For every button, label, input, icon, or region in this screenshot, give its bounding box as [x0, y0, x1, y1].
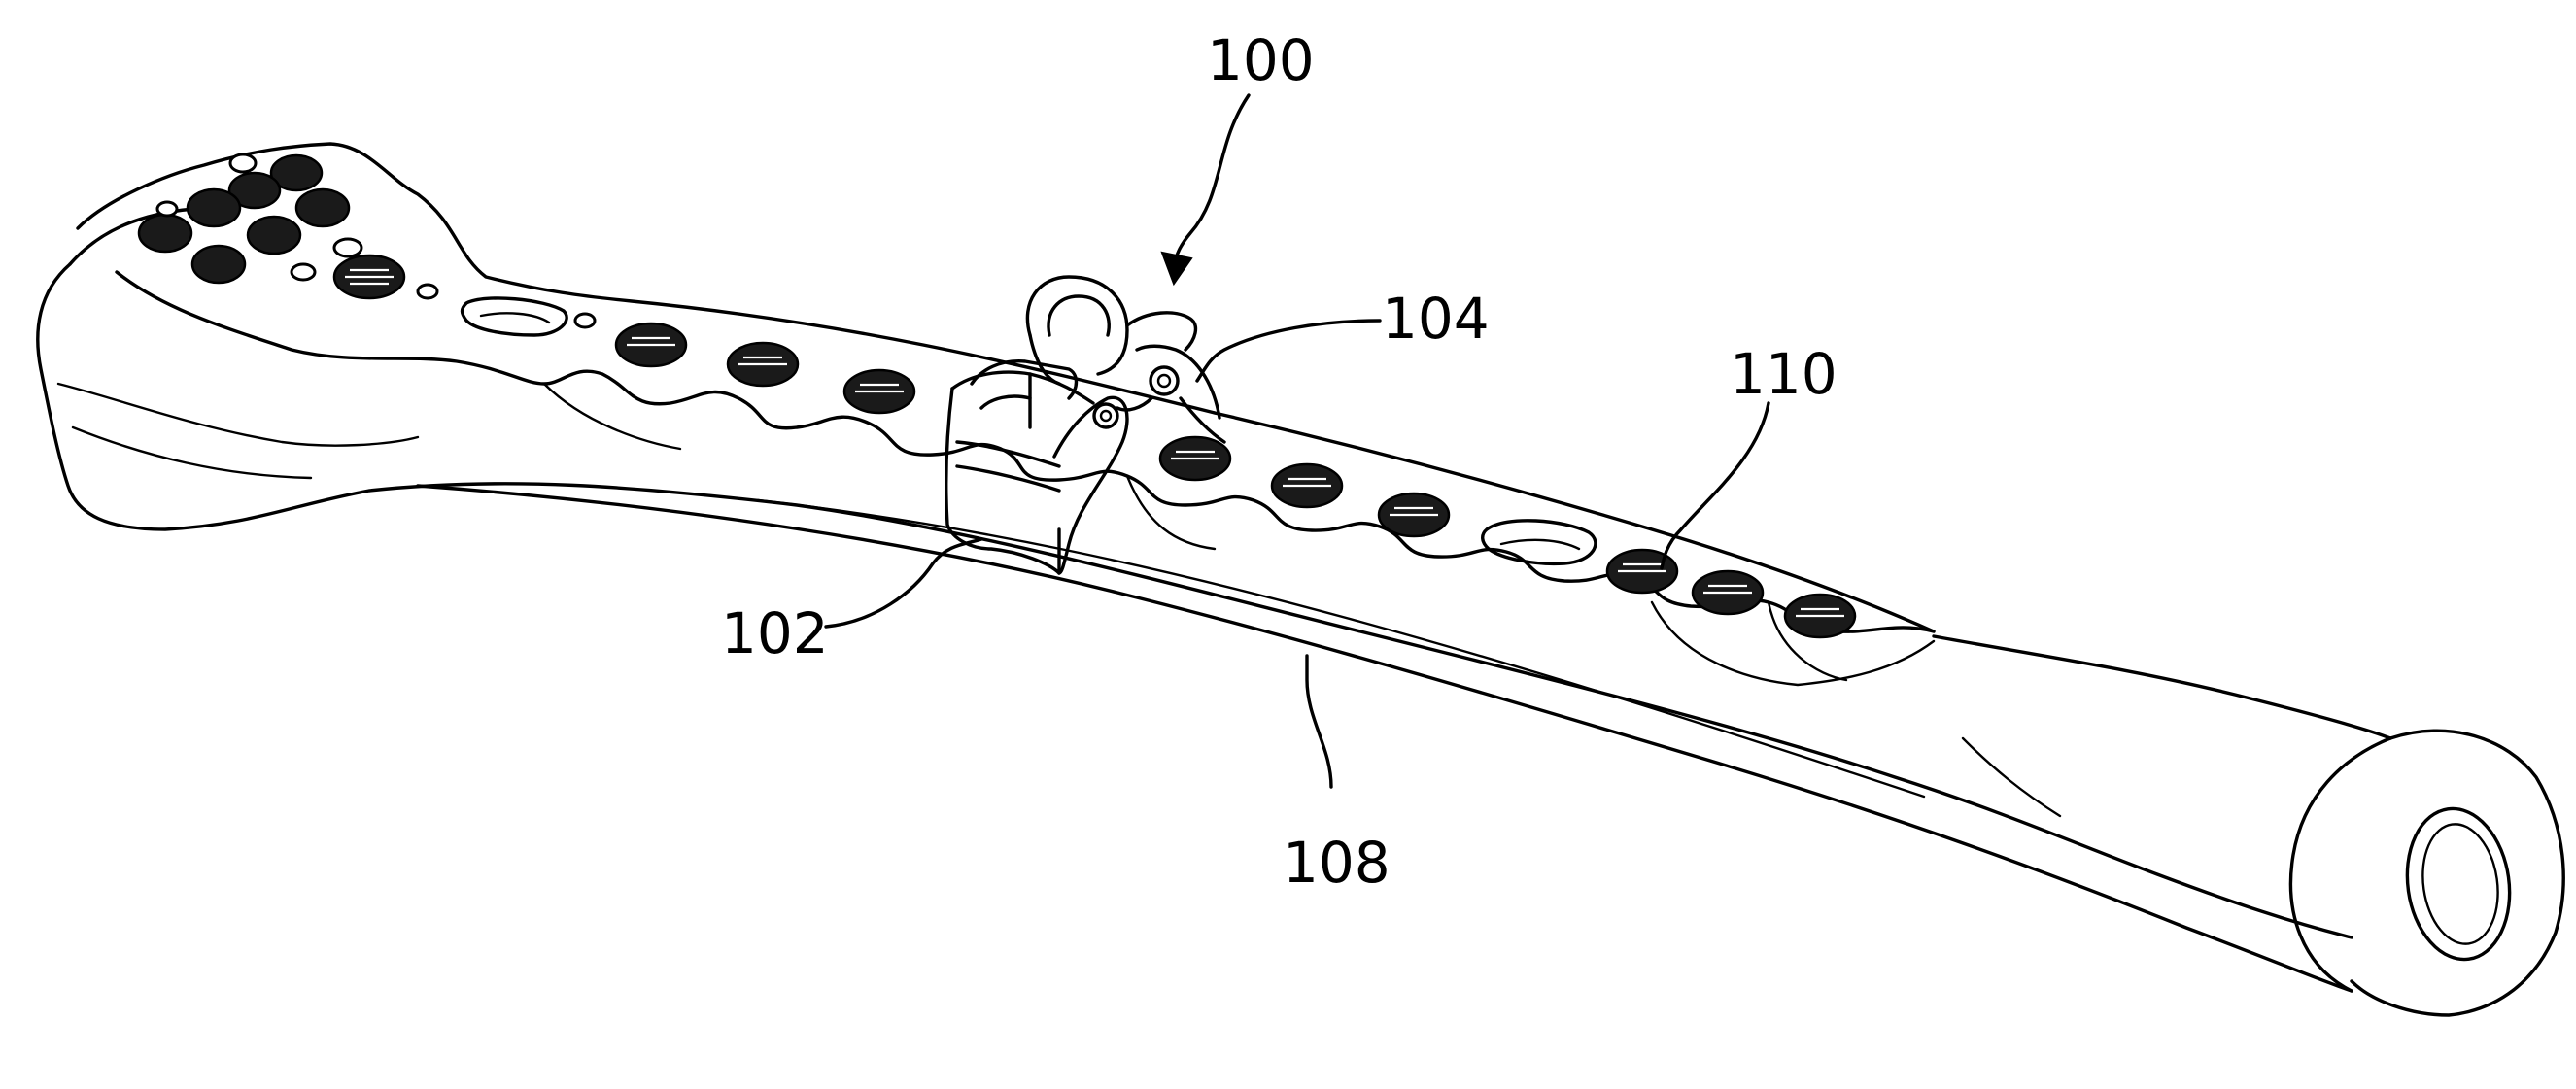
arrow-down-icon	[1162, 253, 1191, 284]
bone-plate	[78, 144, 1934, 685]
label-assembly: 100	[1207, 27, 1315, 93]
bone-leader	[1307, 656, 1331, 787]
label-lever: 104	[1382, 286, 1490, 352]
reference-labels: 100 104 110 102 108	[721, 27, 1838, 896]
label-plate: 110	[1730, 341, 1838, 407]
clamp-leader	[826, 539, 981, 627]
assembly-leader	[1174, 95, 1249, 267]
lever-leader	[1197, 321, 1380, 381]
plate-leader	[1662, 403, 1769, 568]
label-bone: 108	[1283, 830, 1391, 896]
clamp-device	[946, 277, 1224, 573]
leader-lines	[826, 95, 1769, 787]
label-clamp: 102	[721, 600, 829, 666]
